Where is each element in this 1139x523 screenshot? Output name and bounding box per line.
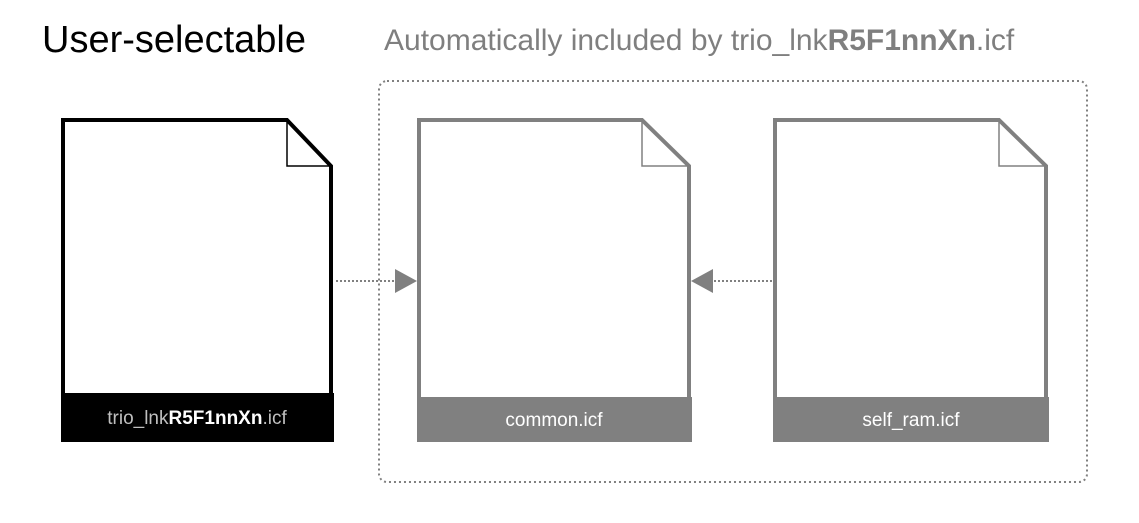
file-self-ram: self_ram.icf (773, 118, 1049, 442)
file-label: self_ram.icf (862, 410, 960, 431)
arrow-self-ram-to-common (691, 269, 772, 293)
file-common: common.icf (417, 118, 692, 442)
file-label: common.icf (505, 410, 603, 431)
file-label: trio_lnkR5F1nnXn.icf (107, 408, 287, 429)
file-trio-lnk: trio_lnkR5F1nnXn.icf (61, 118, 334, 442)
arrow-trio-to-common (336, 269, 417, 293)
subtitle-auto-included: Automatically included by trio_lnkR5F1nn… (384, 24, 1015, 57)
title-user-selectable: User-selectable (42, 19, 306, 61)
auto-included-group-border (378, 80, 1088, 483)
